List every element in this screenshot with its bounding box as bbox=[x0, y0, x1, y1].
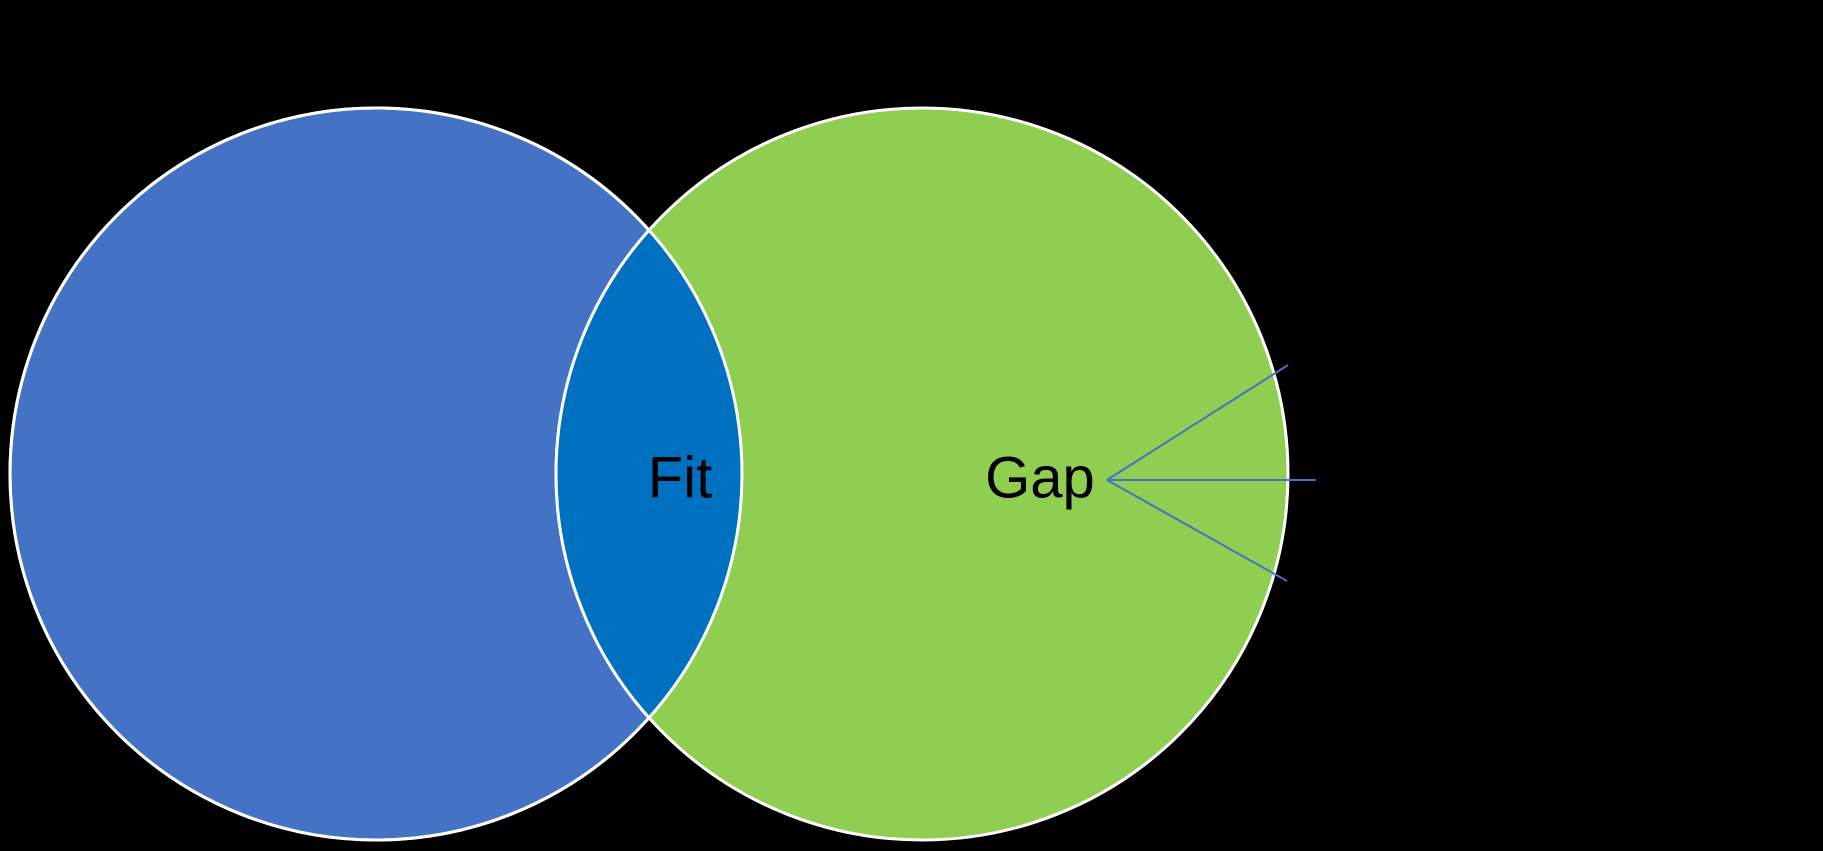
blue-circle-outline bbox=[8, 106, 744, 842]
connector-top-line[interactable] bbox=[1106, 364, 1289, 481]
right-circle-label-gap: Gap bbox=[985, 445, 1095, 510]
connector-bottom-line[interactable] bbox=[1106, 479, 1288, 582]
intersection-label-fit: Fit bbox=[648, 445, 712, 510]
callout-connectors bbox=[1106, 364, 1316, 582]
